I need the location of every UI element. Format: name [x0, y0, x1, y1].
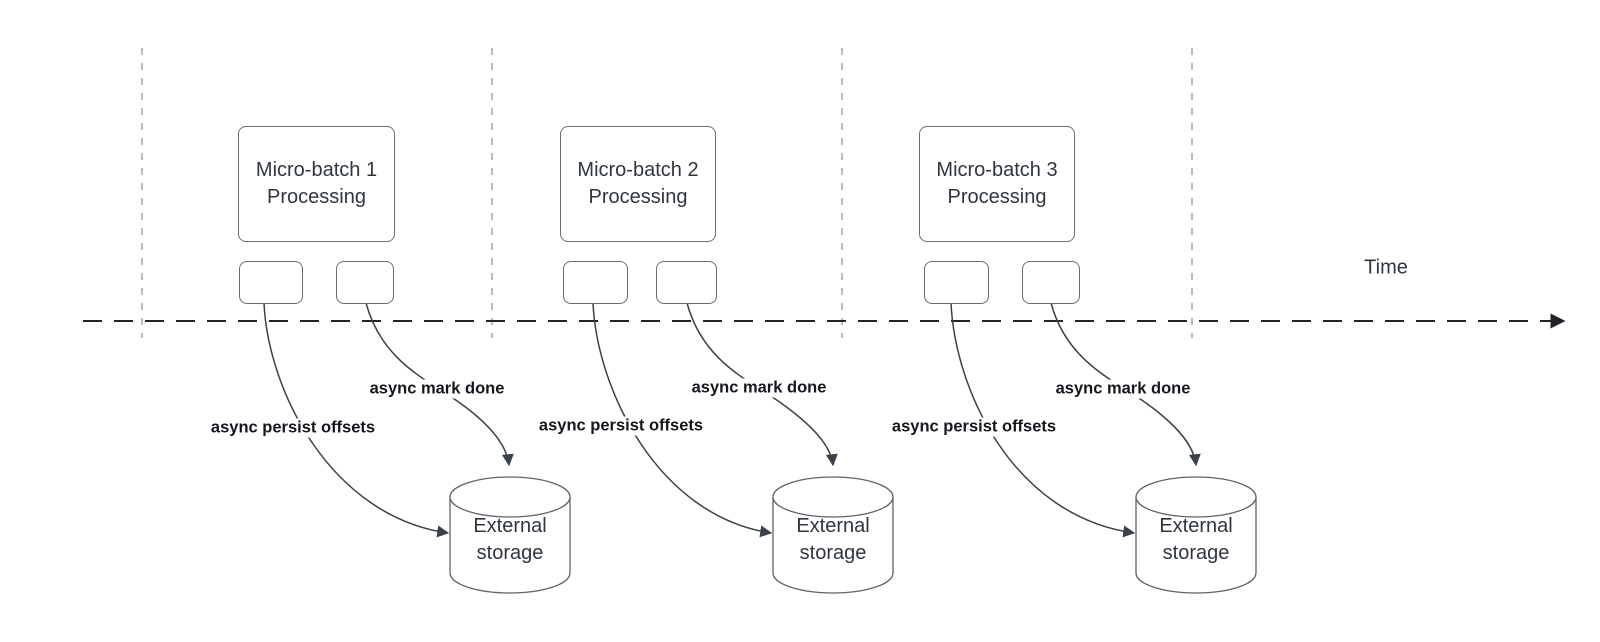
- storage-label-1: External storage: [455, 513, 565, 567]
- persist-offsets-label-2: async persist offsets: [535, 416, 707, 436]
- storage-label-line1: External: [1159, 515, 1233, 537]
- micro-batch-3-box: Micro-batch 3 Processing: [919, 126, 1075, 242]
- offset-task-box-1: [239, 261, 303, 304]
- storage-label-line2: storage: [799, 542, 867, 564]
- persist-offsets-arrow-3: [950, 302, 1136, 538]
- storage-label-line1: External: [796, 515, 870, 537]
- box-title-line2: Processing: [588, 186, 688, 208]
- mark-done-label-3: async mark done: [1052, 379, 1194, 399]
- box-title-line1: Micro-batch 1: [255, 159, 378, 181]
- storage-label-line1: External: [473, 515, 547, 537]
- storage-cylinder-2: [772, 476, 894, 594]
- box-title-line2: Processing: [267, 186, 366, 208]
- offset-task-box-3: [924, 261, 989, 304]
- storage-label-line2: storage: [476, 542, 544, 564]
- offset-task-box-2: [563, 261, 628, 304]
- mark-done-arrow-3: [1050, 302, 1201, 467]
- box-title-line2: Processing: [947, 186, 1047, 208]
- box-title-line1: Micro-batch 2: [577, 159, 699, 181]
- persist-offsets-label-3: async persist offsets: [888, 417, 1060, 437]
- micro-batch-1-box: Micro-batch 1 Processing: [238, 126, 395, 242]
- mark-done-task-box-1: [336, 261, 394, 304]
- storage-label-2: External storage: [778, 513, 888, 567]
- mark-done-arrow-1: [365, 302, 514, 467]
- box-title-line1: Micro-batch 3: [936, 159, 1058, 181]
- mark-done-task-box-2: [656, 261, 717, 304]
- micro-batch-2-box: Micro-batch 2 Processing: [560, 126, 716, 242]
- storage-label-line2: storage: [1162, 542, 1230, 564]
- mark-done-label-1: async mark done: [366, 379, 508, 399]
- time-axis-label: Time: [1364, 256, 1408, 279]
- storage-cylinder-3: [1135, 476, 1257, 594]
- persist-offsets-label-1: async persist offsets: [207, 418, 379, 438]
- mark-done-arrow-2: [686, 302, 838, 467]
- storage-cylinder-1: [449, 476, 571, 594]
- persist-offsets-arrow-1: [263, 302, 450, 538]
- persist-offsets-arrow-2: [592, 302, 773, 538]
- mark-done-label-2: async mark done: [688, 378, 830, 398]
- storage-label-3: External storage: [1141, 513, 1251, 567]
- mark-done-task-box-3: [1022, 261, 1080, 304]
